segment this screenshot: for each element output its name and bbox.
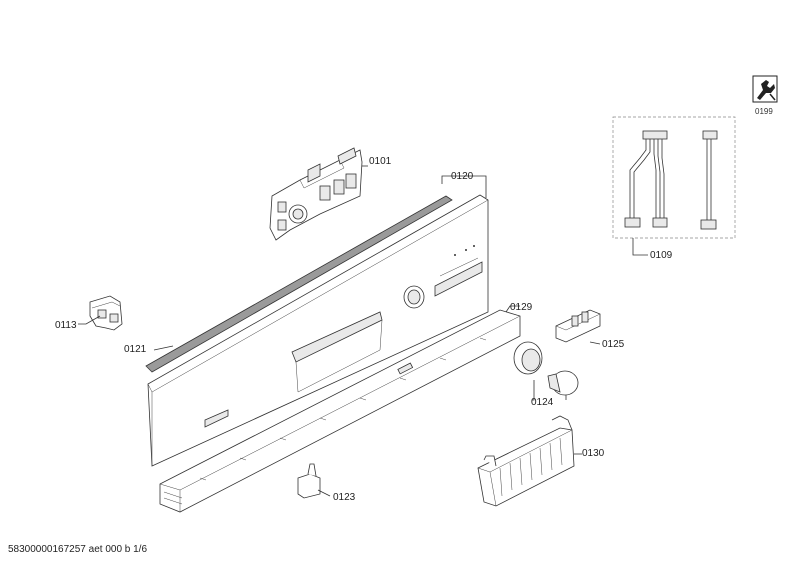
holder-bracket: 0130	[477, 415, 605, 507]
document-footer: 58300000167257 aet 000 b 1/6	[8, 544, 148, 555]
part-label-0124: 0124	[531, 397, 554, 408]
control-module: 0101	[269, 147, 392, 241]
cable-harness-set: 0109	[612, 116, 736, 261]
part-label-0123: 0123	[333, 492, 356, 503]
part-label-0125: 0125	[602, 339, 625, 350]
clip: 0123	[297, 463, 356, 503]
service-icon-label: 0199	[755, 107, 773, 116]
part-label-0113: 0113	[55, 320, 77, 331]
service-icon-group: 0199	[752, 75, 778, 116]
sealing-strip: 0121	[124, 195, 453, 373]
part-label-0130: 0130	[582, 448, 605, 459]
wrench-service-icon	[752, 75, 778, 103]
door-switch: 0125	[555, 309, 625, 350]
part-label-0129: 0129	[510, 302, 533, 313]
part-label-0109: 0109	[650, 250, 673, 261]
part-label-0120: 0120	[451, 171, 474, 182]
part-label-0121: 0121	[124, 344, 147, 355]
control-panel-fascia: 0120	[147, 171, 489, 467]
knob: 0124	[513, 341, 579, 408]
panel-strip: 0129	[159, 302, 533, 513]
switch-bracket: 0113	[55, 295, 123, 331]
part-label-0101: 0101	[369, 156, 392, 167]
